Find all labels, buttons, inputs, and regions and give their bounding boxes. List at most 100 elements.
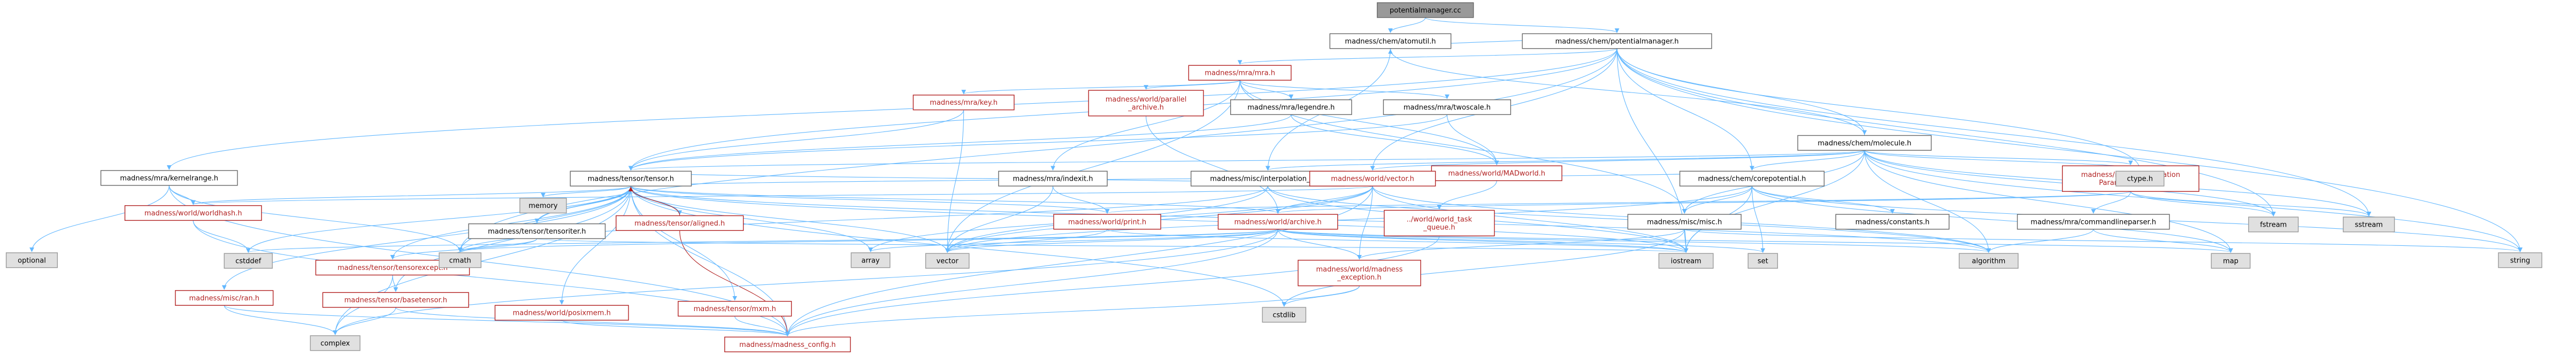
node-madworld-h[interactable]: madness/world/MADworld.h: [1431, 165, 1562, 181]
edge-archive_h-to-vector: [945, 229, 1278, 253]
node-label: madness/tensor/basetensor.h: [344, 297, 447, 305]
node-box: [1959, 253, 2019, 269]
edge-tensorexcept_h-to-basetensor_h: [392, 275, 398, 292]
node-box: [124, 205, 262, 221]
node-box: [570, 171, 692, 187]
node-box: [439, 252, 482, 268]
node-box: [100, 170, 238, 186]
node-box: [519, 198, 567, 214]
edge-corepotential_h-to-vector: [945, 185, 1753, 253]
node-label: madness/misc/ran.h: [189, 295, 259, 303]
edge-madness_exception_h-to-cstdlib: [1282, 285, 1360, 307]
edge-molecule_h-to-map: [1864, 150, 2233, 253]
edge-key_h-to-tensor_h: [628, 110, 964, 171]
node-corepotential-h[interactable]: madness/chem/corepotential.h: [1679, 171, 1825, 187]
node-string: string: [2498, 252, 2542, 268]
node-label: madness/misc/misc.h: [1647, 218, 1722, 226]
node-box: [494, 305, 629, 321]
node-label: madness/chem/atomutil.h: [1345, 37, 1436, 45]
edge-molecule_h-to-vector_h: [1370, 150, 1865, 171]
node-algorithm: algorithm: [1959, 253, 2019, 269]
node-print-h[interactable]: madness/world/print.h: [1053, 214, 1161, 230]
edge-molecule_h-to-qccalc_h: [1864, 150, 2133, 166]
edge-archive_h-to-madness_config_h: [785, 229, 1278, 337]
node-label: madness/tensor/mxm.h: [694, 305, 776, 313]
node-mxm-h[interactable]: madness/tensor/mxm.h: [678, 301, 792, 317]
node-world-task-queue-h[interactable]: ../world/world_task_queue.h: [1384, 210, 1495, 237]
edge-archive_h-to-algorithm: [1277, 229, 1991, 253]
node-box: [2115, 171, 2165, 187]
edge-mra_h-to-twoscale_h: [1239, 80, 1450, 99]
node-label: madness/mra/commandlineparser.h: [2030, 218, 2156, 226]
node-box: [1088, 90, 1204, 117]
node-tensor-h[interactable]: madness/tensor/tensor.h: [570, 171, 692, 187]
edge-archive_h-to-cmath: [458, 229, 1278, 252]
node-posixmem-h[interactable]: madness/world/posixmem.h: [494, 305, 629, 321]
edge-potentialmanager_h-to-fstream: [1616, 48, 2276, 216]
edge-potentialmanager_h-to-sstream: [1616, 48, 2372, 216]
node-worldhash-h[interactable]: madness/world/worldhash.h: [124, 205, 262, 221]
node-label: fstream: [2260, 221, 2287, 229]
edge-basetensor_h-to-complex: [333, 307, 396, 335]
node-label: madness/constants.h: [1856, 218, 1930, 226]
node-archive-h[interactable]: madness/world/archive.h: [1217, 214, 1338, 230]
node-commandlineparser-h[interactable]: madness/mra/commandlineparser.h: [2017, 214, 2170, 230]
node-label: madness/tensor/tensorexcept.h: [338, 264, 448, 272]
node-misc-ran-h[interactable]: madness/misc/ran.h: [175, 290, 274, 306]
node-basetensor-h[interactable]: madness/tensor/basetensor.h: [322, 292, 469, 308]
edge-qccalc_h-to-fstream: [2130, 191, 2276, 216]
edge-legendre_h-to-tensor_h: [628, 114, 1292, 171]
edge-kernelrange_h-to-cmath: [168, 185, 463, 252]
node-label: iostream: [1671, 258, 1701, 266]
node-legendre-h[interactable]: madness/mra/legendre.h: [1230, 99, 1352, 115]
node-key-h[interactable]: madness/mra/key.h: [913, 95, 1015, 111]
node-label: madness/tensor/tensoriter.h: [488, 228, 586, 236]
edge-archive_h-to-iostream: [1277, 229, 1689, 253]
edge-tensor_h-to-archive_h: [630, 185, 1281, 214]
node-madness-exception-h[interactable]: madness/world/madness_exception.h: [1298, 260, 1421, 286]
node-complex: complex: [310, 335, 361, 351]
node-constants-h[interactable]: madness/constants.h: [1835, 214, 1950, 230]
edge-mra_h-to-vector: [945, 80, 1240, 253]
edge-vector_h-to-worldhash_h: [191, 185, 1373, 205]
node-parallel-archive-h[interactable]: madness/world/parallel_archive.h: [1088, 90, 1204, 117]
node-box: [1431, 165, 1562, 181]
node-twoscale-h[interactable]: madness/mra/twoscale.h: [1383, 99, 1512, 115]
edge-mra_h-to-madworld_h: [1239, 80, 1499, 166]
node-aligned-h[interactable]: madness/tensor/aligned.h: [616, 215, 744, 231]
node-atomutil-h[interactable]: madness/chem/atomutil.h: [1329, 33, 1452, 49]
node-label: madness/world/archive.h: [1234, 218, 1321, 226]
edge-tensor_h-to-worldhash_h: [191, 185, 631, 205]
node-misc-h[interactable]: madness/misc/misc.h: [1627, 214, 1742, 230]
node-map: map: [2211, 253, 2251, 269]
node-label: madness/tensor/tensor.h: [588, 175, 674, 183]
node-kernelrange-h[interactable]: madness/mra/kernelrange.h: [100, 170, 238, 186]
node-potentialmanager-h[interactable]: madness/chem/potentialmanager.h: [1522, 33, 1712, 49]
node-box: [322, 292, 469, 308]
node-indexit-h[interactable]: madness/mra/indexit.h: [998, 171, 1108, 187]
node-box: [1679, 171, 1825, 187]
node-label: madness/mra/kernelrange.h: [120, 174, 218, 182]
node-box: [998, 171, 1108, 187]
node-box: [2248, 216, 2299, 233]
node-set: set: [1747, 253, 1778, 269]
node-box: [468, 223, 606, 239]
edge-mra_h-to-legendre_h: [1239, 80, 1294, 99]
node-label: madness/misc/interpolation_1d.h: [1210, 175, 1325, 183]
edge-print_h-to-iostream: [1107, 229, 1689, 253]
node-vector-h[interactable]: madness/world/vector.h: [1309, 171, 1436, 187]
node-label: madness/world/worldhash.h: [144, 210, 242, 218]
node-molecule-h[interactable]: madness/chem/molecule.h: [1797, 135, 1932, 151]
node-mra-h[interactable]: madness/mra/mra.h: [1188, 65, 1292, 81]
edge-madness_exception_h-to-madness_config_h: [785, 285, 1360, 337]
edge-aligned_h-to-tensor_h: [628, 187, 680, 216]
node-label: memory: [528, 202, 558, 210]
node-sstream: sstream: [2343, 216, 2395, 233]
node-tensoriter-h[interactable]: madness/tensor/tensoriter.h: [468, 223, 606, 239]
edge-potentialmanager_h-to-corepotential_h: [1616, 48, 1754, 171]
edge-posixmem_h-to-madness_config_h: [561, 320, 790, 337]
edge-molecule_h-to-interpolation_1d_h: [1266, 150, 1865, 171]
node-madness-config-h[interactable]: madness/madness_config.h: [724, 336, 851, 352]
node-label: madness/chem/corepotential.h: [1698, 175, 1806, 183]
